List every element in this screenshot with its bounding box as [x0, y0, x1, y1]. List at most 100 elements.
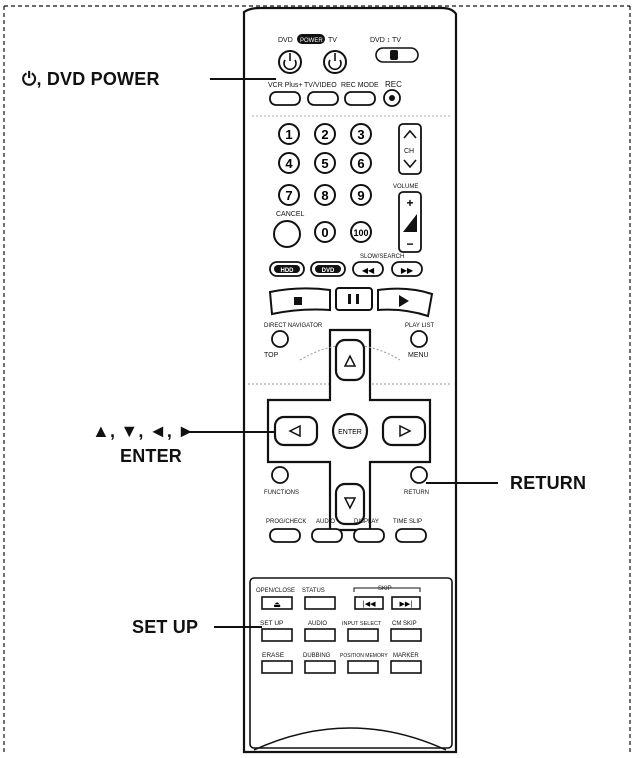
volume-rocker[interactable]: [398, 191, 422, 253]
position-memory-button[interactable]: [347, 660, 379, 674]
rec-mode-button[interactable]: [344, 91, 376, 106]
direct-navigator-label: DIRECT NAVIGATOR: [264, 323, 323, 329]
number-9-label: 9: [357, 188, 364, 203]
enter-callout: ENTER: [120, 446, 183, 466]
number-7-label: 7: [285, 188, 292, 203]
up-arrow-button[interactable]: [334, 338, 366, 382]
cancel-button[interactable]: [273, 220, 301, 248]
input-select-button[interactable]: [347, 628, 379, 642]
number-1-button[interactable]: [278, 123, 300, 145]
audio-top-label: AUDIO: [316, 519, 335, 525]
tv-power-button[interactable]: [323, 50, 347, 74]
status-button[interactable]: [304, 596, 336, 610]
tv-video-button[interactable]: [307, 91, 339, 106]
power-callout: ⏻, DVD POWER: [22, 69, 160, 89]
search-rewind-button[interactable]: [352, 261, 384, 277]
number-7-button[interactable]: [278, 184, 300, 206]
open-close-button[interactable]: [261, 596, 293, 610]
number-0-button[interactable]: [314, 221, 336, 243]
open-close-label: OPEN/CLOSE: [256, 588, 295, 594]
dvd-drive-label: DVD: [322, 268, 335, 274]
top-label: TOP: [264, 352, 279, 359]
dubbing-button[interactable]: [304, 660, 336, 674]
number-8-button[interactable]: [314, 184, 336, 206]
number-6-label: 6: [357, 156, 364, 171]
number-pad: 1 2 3 4 5 6 7 8 9 CANCEL 0 100: [273, 123, 372, 248]
down-arrow-button[interactable]: [334, 482, 366, 526]
skip-back-icon: |◀◀: [362, 600, 376, 608]
left-arrow-icon: [288, 424, 301, 438]
skip-label: SKIP: [378, 586, 392, 592]
functions-button[interactable]: [271, 466, 289, 484]
setup-button-label: SET UP: [260, 620, 283, 627]
audio-top-button[interactable]: [311, 528, 343, 543]
dvd-tv-switch-label: DVD ↕ TV: [370, 37, 401, 44]
cm-skip-button[interactable]: [390, 628, 422, 642]
stop-icon: [294, 297, 302, 305]
vcr-plus-label: VCR Plus+: [268, 82, 302, 89]
number-4-label: 4: [285, 156, 293, 171]
erase-button[interactable]: [261, 660, 293, 674]
ch-label: CH: [404, 148, 414, 155]
dvd-power-top-label: DVD: [278, 37, 293, 44]
number-4-button[interactable]: [278, 152, 300, 174]
right-arrow-icon: [399, 424, 412, 438]
number-5-button[interactable]: [314, 152, 336, 174]
skip-back-button[interactable]: [354, 596, 384, 610]
marker-label: MARKER: [393, 653, 419, 659]
dvd-power-button[interactable]: [278, 50, 302, 74]
rec-label: REC: [385, 80, 402, 89]
number-3-button[interactable]: [350, 123, 372, 145]
up-arrow-icon: [343, 354, 357, 367]
skip-forward-icon: ▶▶|: [399, 600, 412, 608]
prog-check-label: PROG/CHECK: [266, 519, 306, 525]
dubbing-label: DUBBING: [303, 653, 331, 659]
return-button-label: RETURN: [404, 490, 429, 496]
skip-forward-button[interactable]: [391, 596, 421, 610]
search-forward-button[interactable]: [391, 261, 423, 277]
time-slip-button[interactable]: [395, 528, 427, 543]
slow-search-label: SLOW/SEARCH: [360, 254, 404, 260]
number-1-label: 1: [285, 127, 292, 142]
svg-text:+: +: [406, 196, 413, 210]
number-8-label: 8: [321, 188, 328, 203]
enter-button[interactable]: [331, 412, 369, 450]
enter-button-label: ENTER: [338, 429, 362, 436]
pause-button[interactable]: [335, 287, 373, 311]
setup-callout: SET UP: [132, 617, 199, 637]
display-button[interactable]: [353, 528, 385, 543]
number-100-label: 100: [353, 228, 368, 238]
number-2-button[interactable]: [314, 123, 336, 145]
chevron-down-icon: [403, 159, 417, 169]
position-memory-label: POSITION MEMORY: [340, 653, 388, 659]
right-arrow-button[interactable]: [381, 415, 427, 447]
pause-icon: [348, 294, 351, 304]
functions-label: FUNCTIONS: [264, 490, 299, 496]
marker-button[interactable]: [390, 660, 422, 674]
cancel-label: CANCEL: [276, 211, 305, 218]
audio-button[interactable]: [304, 628, 336, 642]
eject-icon: ⏏: [273, 600, 281, 609]
number-2-label: 2: [321, 127, 328, 142]
svg-text:−: −: [406, 237, 413, 251]
prog-check-button[interactable]: [269, 528, 301, 543]
setup-button[interactable]: [261, 628, 293, 642]
hdd-label: HDD: [281, 268, 295, 274]
menu-label: MENU: [408, 352, 429, 359]
return-callout: RETURN: [510, 473, 587, 493]
play-list-button[interactable]: [410, 330, 428, 348]
vcr-plus-button[interactable]: [269, 91, 301, 106]
return-button[interactable]: [410, 466, 428, 484]
tv-video-label: TV/VIDEO: [304, 82, 337, 89]
number-6-button[interactable]: [350, 152, 372, 174]
number-9-button[interactable]: [350, 184, 372, 206]
chevron-up-icon: [403, 129, 417, 139]
number-5-label: 5: [321, 156, 328, 171]
display-label: DISPLAY: [354, 519, 379, 525]
direct-navigator-button[interactable]: [271, 330, 289, 348]
fast-forward-icon: ▶▶: [401, 266, 414, 275]
left-arrow-button[interactable]: [273, 415, 319, 447]
number-100-button[interactable]: [350, 221, 372, 243]
